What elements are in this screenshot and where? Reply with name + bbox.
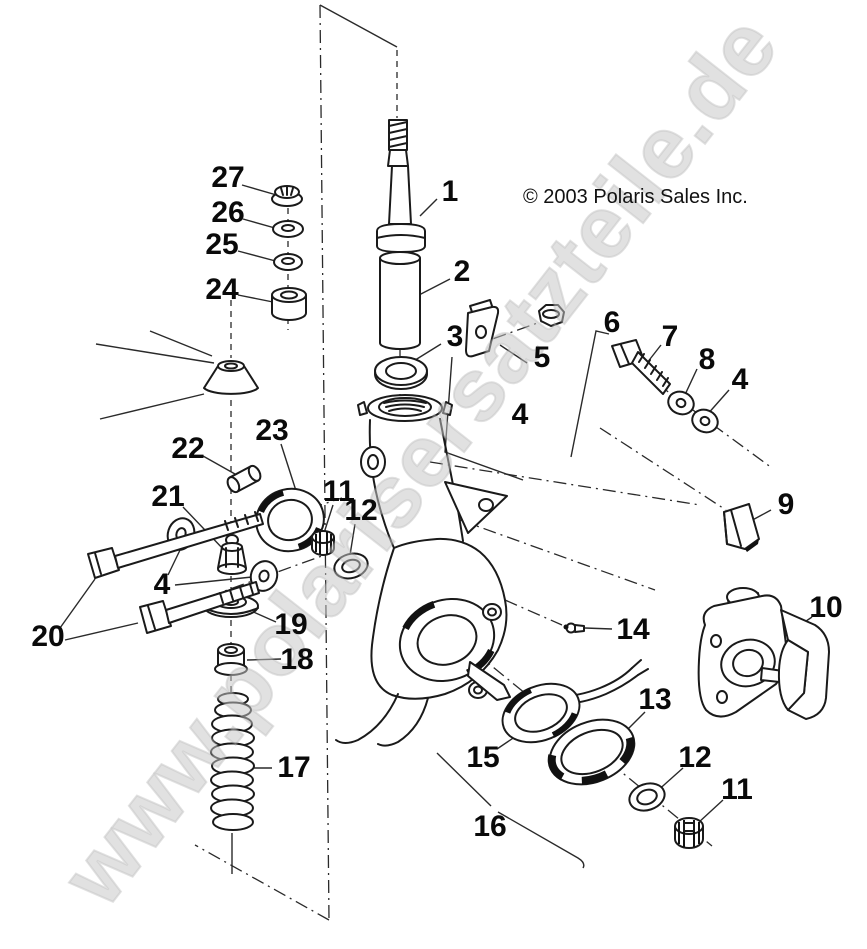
callout-18: 18 <box>280 643 314 676</box>
part-grease-fitting-14 <box>563 624 585 633</box>
callout-2: 2 <box>453 255 471 288</box>
callout-24: 24 <box>205 273 239 306</box>
callout-12-bottom: 12 <box>678 741 712 774</box>
callout-27: 27 <box>211 161 245 194</box>
callout-17: 17 <box>277 751 311 784</box>
callout-25: 25 <box>205 228 239 261</box>
part-strut-rod <box>377 120 425 252</box>
callout-15: 15 <box>466 741 500 774</box>
part-nut-18 <box>215 644 247 675</box>
callout-5: 5 <box>533 341 551 374</box>
callout-22: 22 <box>171 432 205 465</box>
callout-11-bottom: 11 <box>721 773 753 806</box>
part-washer-8 <box>665 388 697 418</box>
part-castle-nut-11-mid <box>312 531 334 555</box>
part-washer-4-right <box>689 406 721 436</box>
part-strut-seal <box>375 357 427 389</box>
callout-11-mid: 11 <box>323 475 355 508</box>
callout-4-right: 4 <box>731 363 749 396</box>
callout-16: 16 <box>473 810 507 843</box>
callout-8: 8 <box>698 343 716 376</box>
part-tab-bracket-5 <box>466 300 498 356</box>
callout-13: 13 <box>638 683 672 716</box>
part-coil-spring-17 <box>211 693 254 830</box>
part-nut-6 <box>539 305 564 326</box>
part-seal-15 <box>494 673 588 753</box>
part-brake-caliper-10 <box>699 588 829 719</box>
callout-26: 26 <box>211 196 245 229</box>
callout-7: 7 <box>661 320 679 353</box>
callout-21: 21 <box>151 480 185 513</box>
part-top-mount-stack <box>272 186 306 320</box>
part-castle-nut-11-bottom <box>675 818 703 848</box>
callout-3: 3 <box>446 320 464 353</box>
part-strut-knuckle-housing <box>336 395 510 746</box>
callout-4-mid: 4 <box>511 398 529 431</box>
part-bearing-13 <box>540 708 644 797</box>
part-bolt-7 <box>612 340 670 394</box>
part-flare-nut-21 <box>218 535 246 574</box>
callout-9: 9 <box>777 488 795 521</box>
callout-23: 23 <box>255 414 289 447</box>
callout-4-left: 4 <box>153 568 171 601</box>
callout-12-mid: 12 <box>344 494 378 527</box>
part-bolt-20-upper <box>88 512 263 578</box>
callout-10: 10 <box>809 591 843 624</box>
part-frame-mount-cup <box>204 361 258 394</box>
callout-6: 6 <box>603 306 621 339</box>
part-washer-12-bottom <box>626 779 668 815</box>
callout-20: 20 <box>31 620 65 653</box>
callout-14: 14 <box>616 613 650 646</box>
callout-19: 19 <box>274 608 308 641</box>
copyright-notice: © 2003 Polaris Sales Inc. <box>523 186 748 208</box>
part-bearing-seal-23 <box>250 482 331 559</box>
part-ring-12-mid <box>331 550 370 582</box>
part-wedge-9 <box>724 504 759 552</box>
part-bushing-22 <box>225 464 263 494</box>
callout-1: 1 <box>441 175 459 208</box>
part-bolt-20-lower <box>140 582 259 633</box>
